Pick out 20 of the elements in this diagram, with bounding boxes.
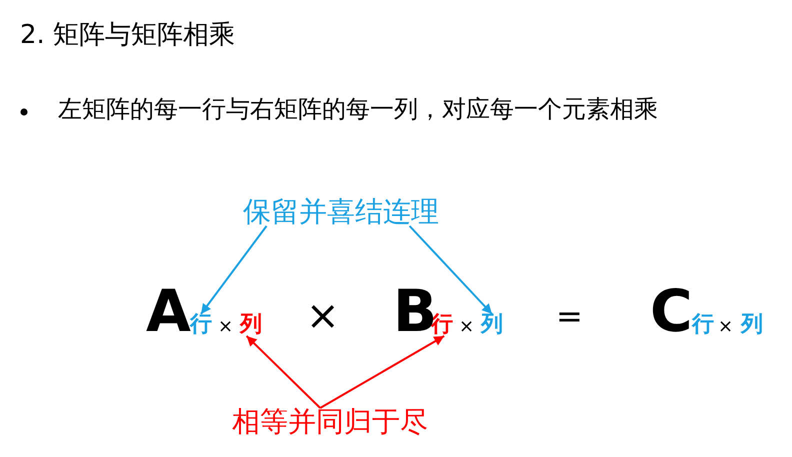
- annotation-text: 保留并喜结连理: [243, 198, 439, 226]
- subscript-text: 列: [741, 314, 763, 336]
- matrix-letter: C: [650, 282, 693, 340]
- bullet-text: 左矩阵的每一行与右矩阵的每一列，对应每一个元素相乘: [58, 97, 658, 121]
- annotation-text: 相等并同归于尽: [232, 408, 428, 436]
- arrow: [246, 335, 321, 409]
- subscript-text: 行: [190, 314, 212, 336]
- slide-title: 2. 矩阵与矩阵相乘: [20, 22, 236, 48]
- multiply-sign: ×: [306, 296, 340, 336]
- arrow: [320, 335, 445, 409]
- times-sign: ×: [459, 318, 474, 336]
- subscript-text: 列: [240, 314, 262, 336]
- subscript-text: 列: [481, 314, 503, 336]
- times-sign: ×: [718, 318, 734, 336]
- arrow: [200, 225, 268, 315]
- arrow: [408, 225, 493, 315]
- equals-sign: =: [556, 300, 583, 332]
- subscript-text: 行: [692, 314, 714, 336]
- times-sign: ×: [218, 318, 234, 336]
- matrix-letter: A: [146, 282, 191, 340]
